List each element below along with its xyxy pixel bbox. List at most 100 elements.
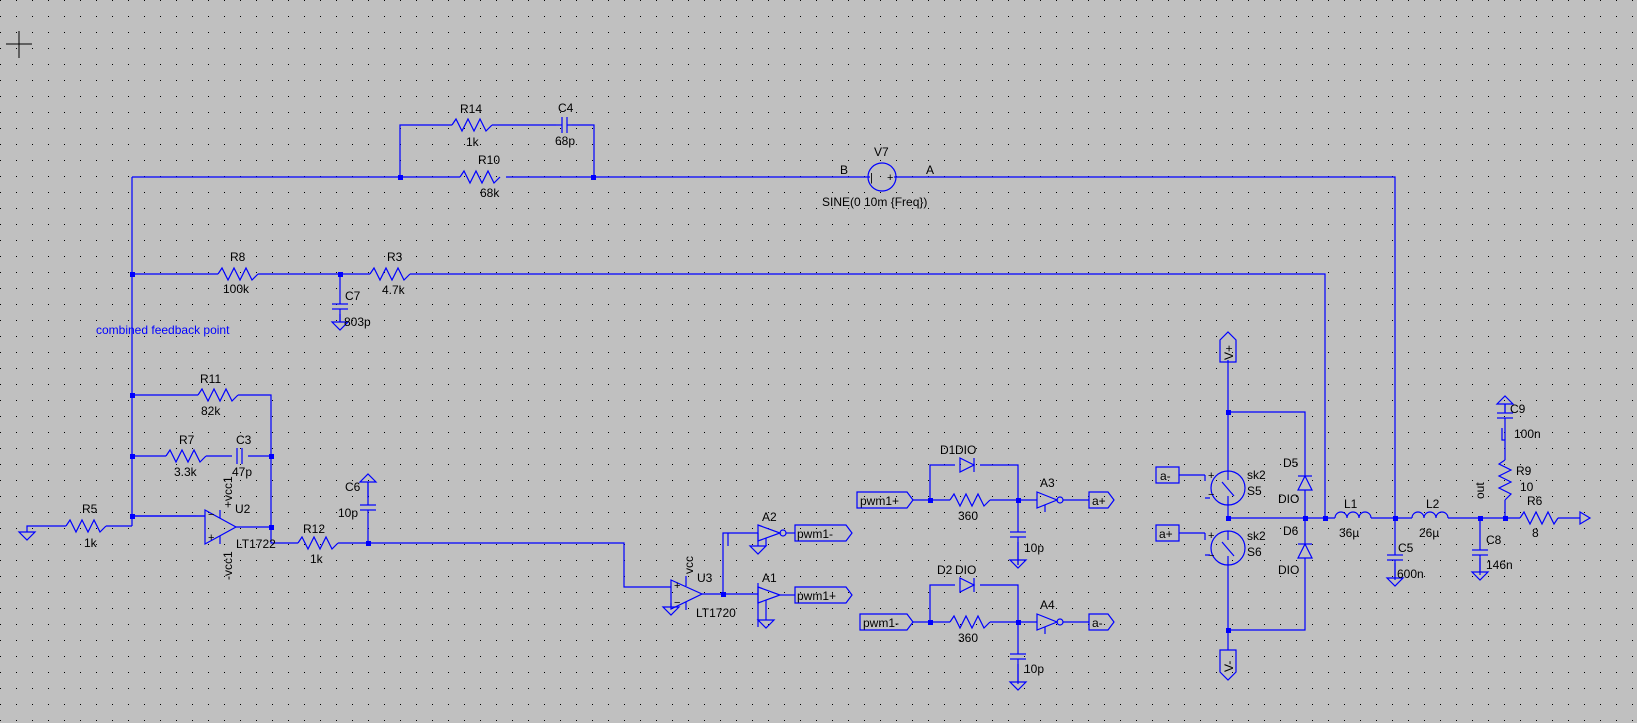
l1-value: 36µ [1339,526,1359,540]
diode-d6[interactable]: D6 DIO [1278,524,1313,577]
port-pwm1-plus-a3[interactable]: pwm1+ [856,491,914,509]
crosshair-cursor-icon [6,31,32,58]
capacitor-c6[interactable]: C6 10p [338,473,378,520]
port-vminus[interactable]: V- [1219,649,1237,681]
capacitor-c4[interactable]: C4 68p [555,101,575,148]
resistor-r5[interactable]: R5 1k [65,502,107,550]
port-a-plus-out-label: a+ [1092,494,1106,508]
c3-value: 47p [232,465,252,479]
capacitor-a3[interactable]: 10p [1008,531,1044,569]
s5-ref: S5 [1247,484,1262,498]
r7-ref: R7 [179,433,195,447]
port-pwm1-minus-label: pwm1- [797,527,833,541]
resistor-r6[interactable]: R6 8 [1519,494,1559,540]
inductor-l1[interactable]: L1 36µ [1334,497,1372,540]
c7-value: 803p [344,315,371,329]
port-a-minus-out-label: a- [1092,616,1103,630]
svg-text:+: + [208,532,214,544]
svg-text:+: + [1208,530,1214,542]
r12-value: 1k [310,552,324,566]
r8-ref: R8 [230,250,246,264]
c6-ref: C6 [345,480,361,494]
voltage-source-v7[interactable]: | + V7 B A SINE(0 10m {Freq}) [822,145,934,209]
s6-model: sk2 [1247,529,1266,543]
inverter-a4[interactable]: A4 [1036,598,1064,634]
diode-d2[interactable]: D2 DIO [937,563,976,593]
port-a-plus-in[interactable]: a+ [1155,524,1180,542]
d6-model: DIO [1278,563,1299,577]
a3-resistor-value: 360 [958,509,978,523]
port-vminus-label: V- [1222,661,1236,672]
r12-ref: R12 [303,522,325,536]
resistor-r9[interactable]: R9 10 [1497,459,1534,501]
a3-ref: A3 [1040,476,1055,490]
inductor-l2[interactable]: L2 26µ [1411,497,1449,540]
a3-cap-value: 10p [1024,541,1044,555]
d1-model: DIO [955,443,976,457]
opamp-u2[interactable]: − + U2 LT1722 +vcc1 -vcc1 [196,476,276,580]
resistor-a3-feedback[interactable]: 360 [949,492,991,523]
port-a-minus-in-label: a- [1160,469,1171,483]
d2-ref: D2 [937,563,953,577]
svg-text:+: + [674,580,680,592]
resistor-r10[interactable]: R10 68k [459,153,501,200]
capacitor-a4[interactable]: 10p [1008,653,1044,691]
d1-ref: D1 [940,443,956,457]
c5-value: 600n [1397,567,1424,581]
capacitor-c3[interactable]: C3 47p [232,433,252,479]
d2-model: DIO [955,563,976,577]
r6-value: 8 [1532,526,1539,540]
port-a-plus-out[interactable]: a+ [1088,491,1115,509]
port-pwm1-minus-in-label: pwm1- [863,616,899,630]
u3-ref: U3 [697,571,713,585]
r3-value: 4.7k [382,283,406,297]
opamp-u3[interactable]: + − U3 LT1720 vcc [670,556,736,620]
diode-d5[interactable]: D5 DIO [1278,456,1313,506]
capacitor-c7[interactable]: C7 803p [330,289,371,331]
resistor-a4-feedback[interactable]: 360 [949,614,991,645]
port-a-minus-in[interactable]: a- [1155,466,1180,484]
svg-text:+: + [1208,470,1214,482]
port-pwm1-plus-a1[interactable]: pwm1+ [794,586,853,604]
a4-cap-value: 10p [1024,662,1044,676]
a4-resistor-value: 360 [958,631,978,645]
resistor-r11[interactable]: R11 82k [197,372,239,418]
svg-text:|: | [870,172,873,184]
r14-value: 1k [466,135,480,149]
capacitor-c5[interactable]: C5 600n [1385,541,1424,587]
ground-u3 [661,606,681,616]
resistor-r3[interactable]: R3 4.7k [369,250,411,297]
svg-text:−: − [674,597,680,609]
resistor-r14[interactable]: R14 1k [451,102,493,149]
c8-value: 146n [1486,558,1513,572]
port-vplus-label: V+ [1222,345,1236,360]
port-vplus[interactable]: V+ [1219,331,1237,363]
svg-text:−: − [1208,489,1214,501]
c4-ref: C4 [558,101,574,115]
v7-node-b: B [840,163,848,177]
a1-ref: A1 [762,571,777,585]
port-pwm1-minus-a4[interactable]: pwm1- [859,613,914,631]
inverter-a3[interactable]: A3 [1036,476,1064,512]
buffer-a1[interactable]: A1 [756,571,795,629]
port-pwm1-minus-a2[interactable]: pwm1- [794,524,853,542]
resistor-r8[interactable]: R8 100k [217,250,259,296]
diode-d1[interactable]: D1 DIO [940,443,976,473]
s6-ref: S6 [1247,545,1262,559]
port-a-minus-out[interactable]: a- [1088,613,1115,631]
resistor-r7[interactable]: R7 3.3k [165,433,207,479]
switch-s5[interactable]: + − sk2 S5 [1208,468,1266,518]
resistor-r12[interactable]: R12 1k [297,522,339,566]
s5-model: sk2 [1247,468,1266,482]
port-pwm1-plus-in-label: pwm1+ [860,494,899,508]
a4-ref: A4 [1040,598,1055,612]
u3-model: LT1720 [696,606,736,620]
capacitor-c8[interactable]: C8 146n [1470,533,1513,581]
capacitor-c9[interactable]: C9 100n [1495,395,1541,441]
l1-ref: L1 [1344,497,1358,511]
switch-s6[interactable]: + − sk2 S6 [1208,529,1266,566]
u2-pos-supply: +vcc1 [221,476,235,508]
port-out-arrow[interactable] [1579,510,1592,526]
